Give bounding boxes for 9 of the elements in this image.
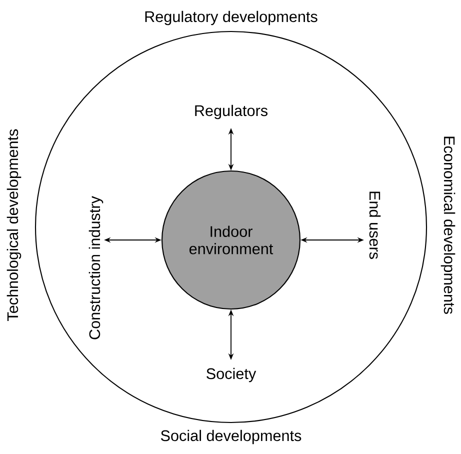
node-label: End users [369, 192, 381, 259]
outer-label: Economical developments [440, 136, 456, 314]
outer-label: Social developments [160, 430, 302, 444]
node-label: Construction industry [88, 196, 104, 340]
node-label: Society [206, 368, 256, 382]
outer-label: Regulatory developments [145, 10, 318, 26]
outer-label: Technological developments [6, 129, 22, 321]
outer-circle [34, 30, 428, 424]
node-label: Regulators [195, 104, 268, 120]
